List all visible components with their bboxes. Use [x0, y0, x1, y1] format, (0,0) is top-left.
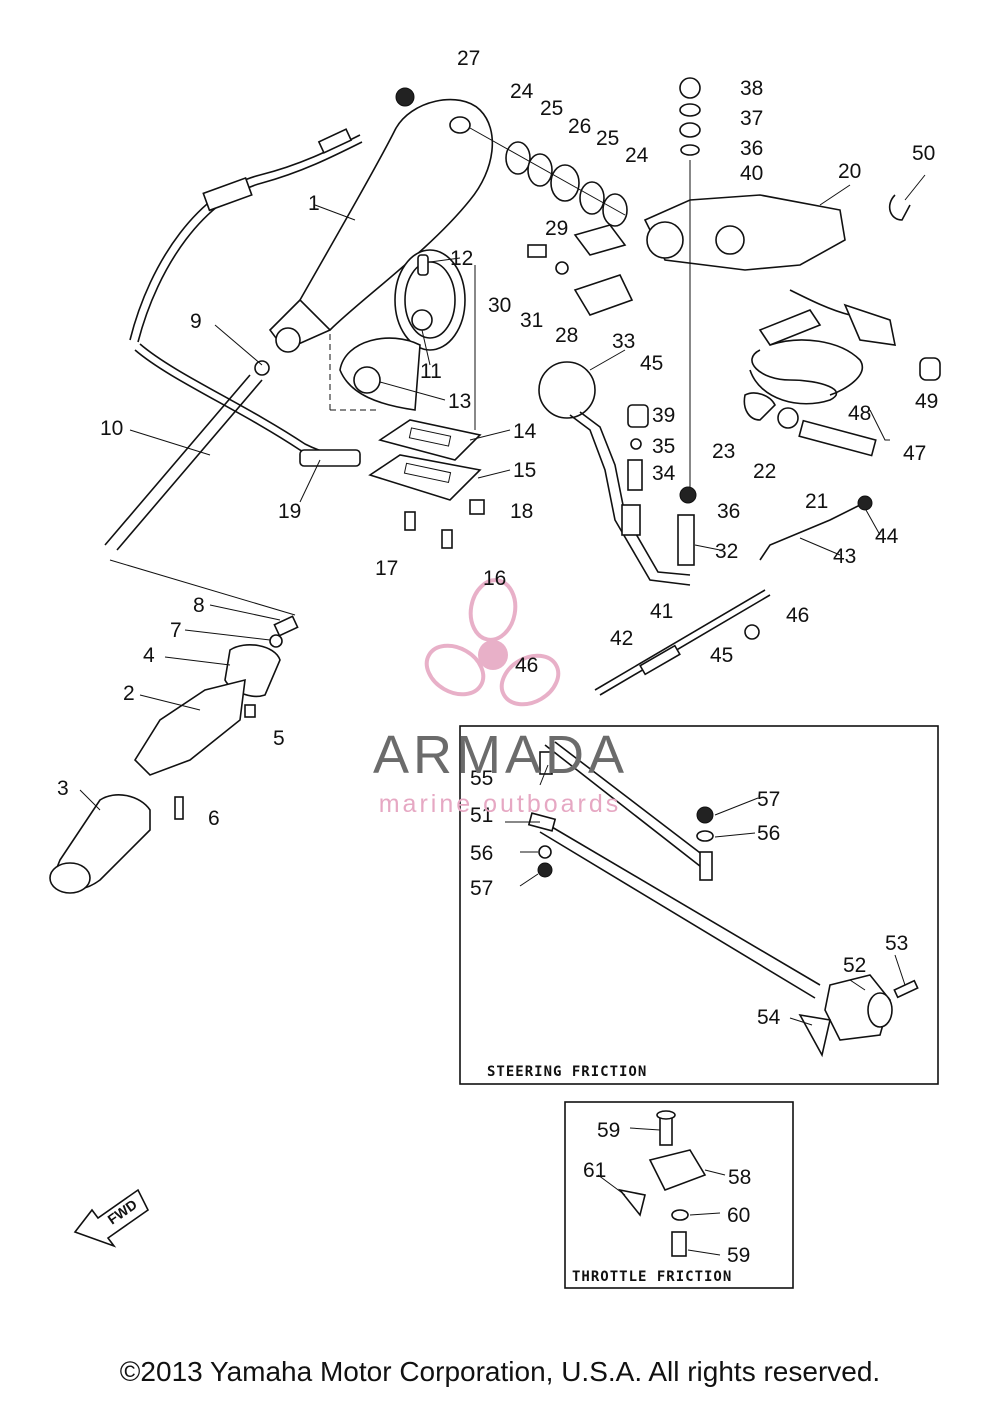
callout-58: 58	[728, 1166, 751, 1189]
callout-56b: 56	[757, 822, 780, 845]
steering-friction-title: STEERING FRICTION	[487, 1064, 647, 1080]
callout-59b: 59	[727, 1244, 750, 1267]
callout-57a: 57	[470, 877, 493, 900]
throttle-friction-inset: THROTTLE FRICTION	[564, 1101, 794, 1289]
watermark-brand: ARMADA	[372, 725, 629, 785]
callout-49: 49	[915, 390, 938, 413]
callout-60: 60	[727, 1204, 750, 1227]
callout-45b: 45	[710, 644, 733, 667]
callout-39: 39	[652, 404, 675, 427]
callout-12: 12	[450, 247, 473, 270]
callout-labels: 1 2 3 4 5 6 7 8 9 10 11 12 13 14 15 16 1…	[57, 47, 938, 1267]
callout-40: 40	[740, 162, 763, 185]
callout-57b: 57	[757, 788, 780, 811]
callout-36a: 36	[740, 137, 763, 160]
arrow-left-icon	[73, 1188, 150, 1248]
callout-7: 7	[170, 619, 182, 642]
callout-25a: 25	[540, 97, 563, 120]
callout-33: 33	[612, 330, 635, 353]
callout-48: 48	[848, 402, 871, 425]
callout-13: 13	[448, 390, 471, 413]
callout-26: 26	[568, 115, 591, 138]
fwd-direction-marker: FWD	[73, 1188, 150, 1248]
callout-56a: 56	[470, 842, 493, 865]
callout-6: 6	[208, 807, 220, 830]
callout-59a: 59	[597, 1119, 620, 1142]
copyright-footer: ©2013 Yamaha Motor Corporation, U.S.A. A…	[119, 1356, 881, 1387]
callout-46a: 46	[786, 604, 809, 627]
callout-44: 44	[875, 525, 899, 548]
armada-propeller-logo	[424, 578, 561, 707]
callout-45a: 45	[640, 352, 663, 375]
callout-21: 21	[805, 490, 828, 513]
callout-55: 55	[470, 767, 493, 790]
callout-20: 20	[838, 160, 861, 183]
leader-lines	[79, 174, 926, 1256]
callout-16: 16	[483, 567, 506, 590]
callout-9: 9	[190, 310, 202, 333]
callout-52: 52	[843, 954, 866, 977]
steering-friction-inset: STEERING FRICTION	[459, 725, 939, 1085]
callout-35: 35	[652, 435, 675, 458]
callout-22: 22	[753, 460, 776, 483]
callout-36b: 36	[717, 500, 740, 523]
callout-41: 41	[650, 600, 673, 623]
throttle-friction-title: THROTTLE FRICTION	[572, 1269, 732, 1285]
callout-34: 34	[652, 462, 676, 485]
callout-28: 28	[555, 324, 578, 347]
callout-61: 61	[583, 1159, 606, 1182]
callout-18: 18	[510, 500, 533, 523]
callout-27: 27	[457, 47, 480, 70]
callout-32: 32	[715, 540, 738, 563]
callout-37: 37	[740, 107, 763, 130]
callout-30: 30	[488, 294, 511, 317]
callout-38: 38	[740, 77, 763, 100]
callout-53: 53	[885, 932, 908, 955]
callout-25b: 25	[596, 127, 619, 150]
tiller-handle-assembly	[49, 77, 941, 894]
callout-24b: 24	[625, 144, 649, 167]
callout-10: 10	[100, 417, 123, 440]
callout-5: 5	[273, 727, 285, 750]
watermark-tagline: marine outboards	[378, 790, 622, 818]
callout-3: 3	[57, 777, 69, 800]
callout-42: 42	[610, 627, 633, 650]
callout-29: 29	[545, 217, 568, 240]
callout-11: 11	[420, 360, 442, 383]
callout-23: 23	[712, 440, 735, 463]
callout-2: 2	[123, 682, 135, 705]
callout-24a: 24	[510, 80, 534, 103]
callout-14: 14	[513, 420, 537, 443]
callout-51: 51	[470, 804, 493, 827]
callout-19: 19	[278, 500, 301, 523]
callout-50: 50	[912, 142, 935, 165]
callout-43: 43	[833, 545, 856, 568]
callout-47: 47	[903, 442, 926, 465]
callout-4: 4	[143, 644, 155, 667]
callout-46b: 46	[515, 654, 538, 677]
callout-15: 15	[513, 459, 536, 482]
callout-1: 1	[308, 192, 320, 215]
callout-17: 17	[375, 557, 398, 580]
callout-8: 8	[193, 594, 205, 617]
callout-31: 31	[520, 309, 543, 332]
callout-54: 54	[757, 1006, 781, 1029]
